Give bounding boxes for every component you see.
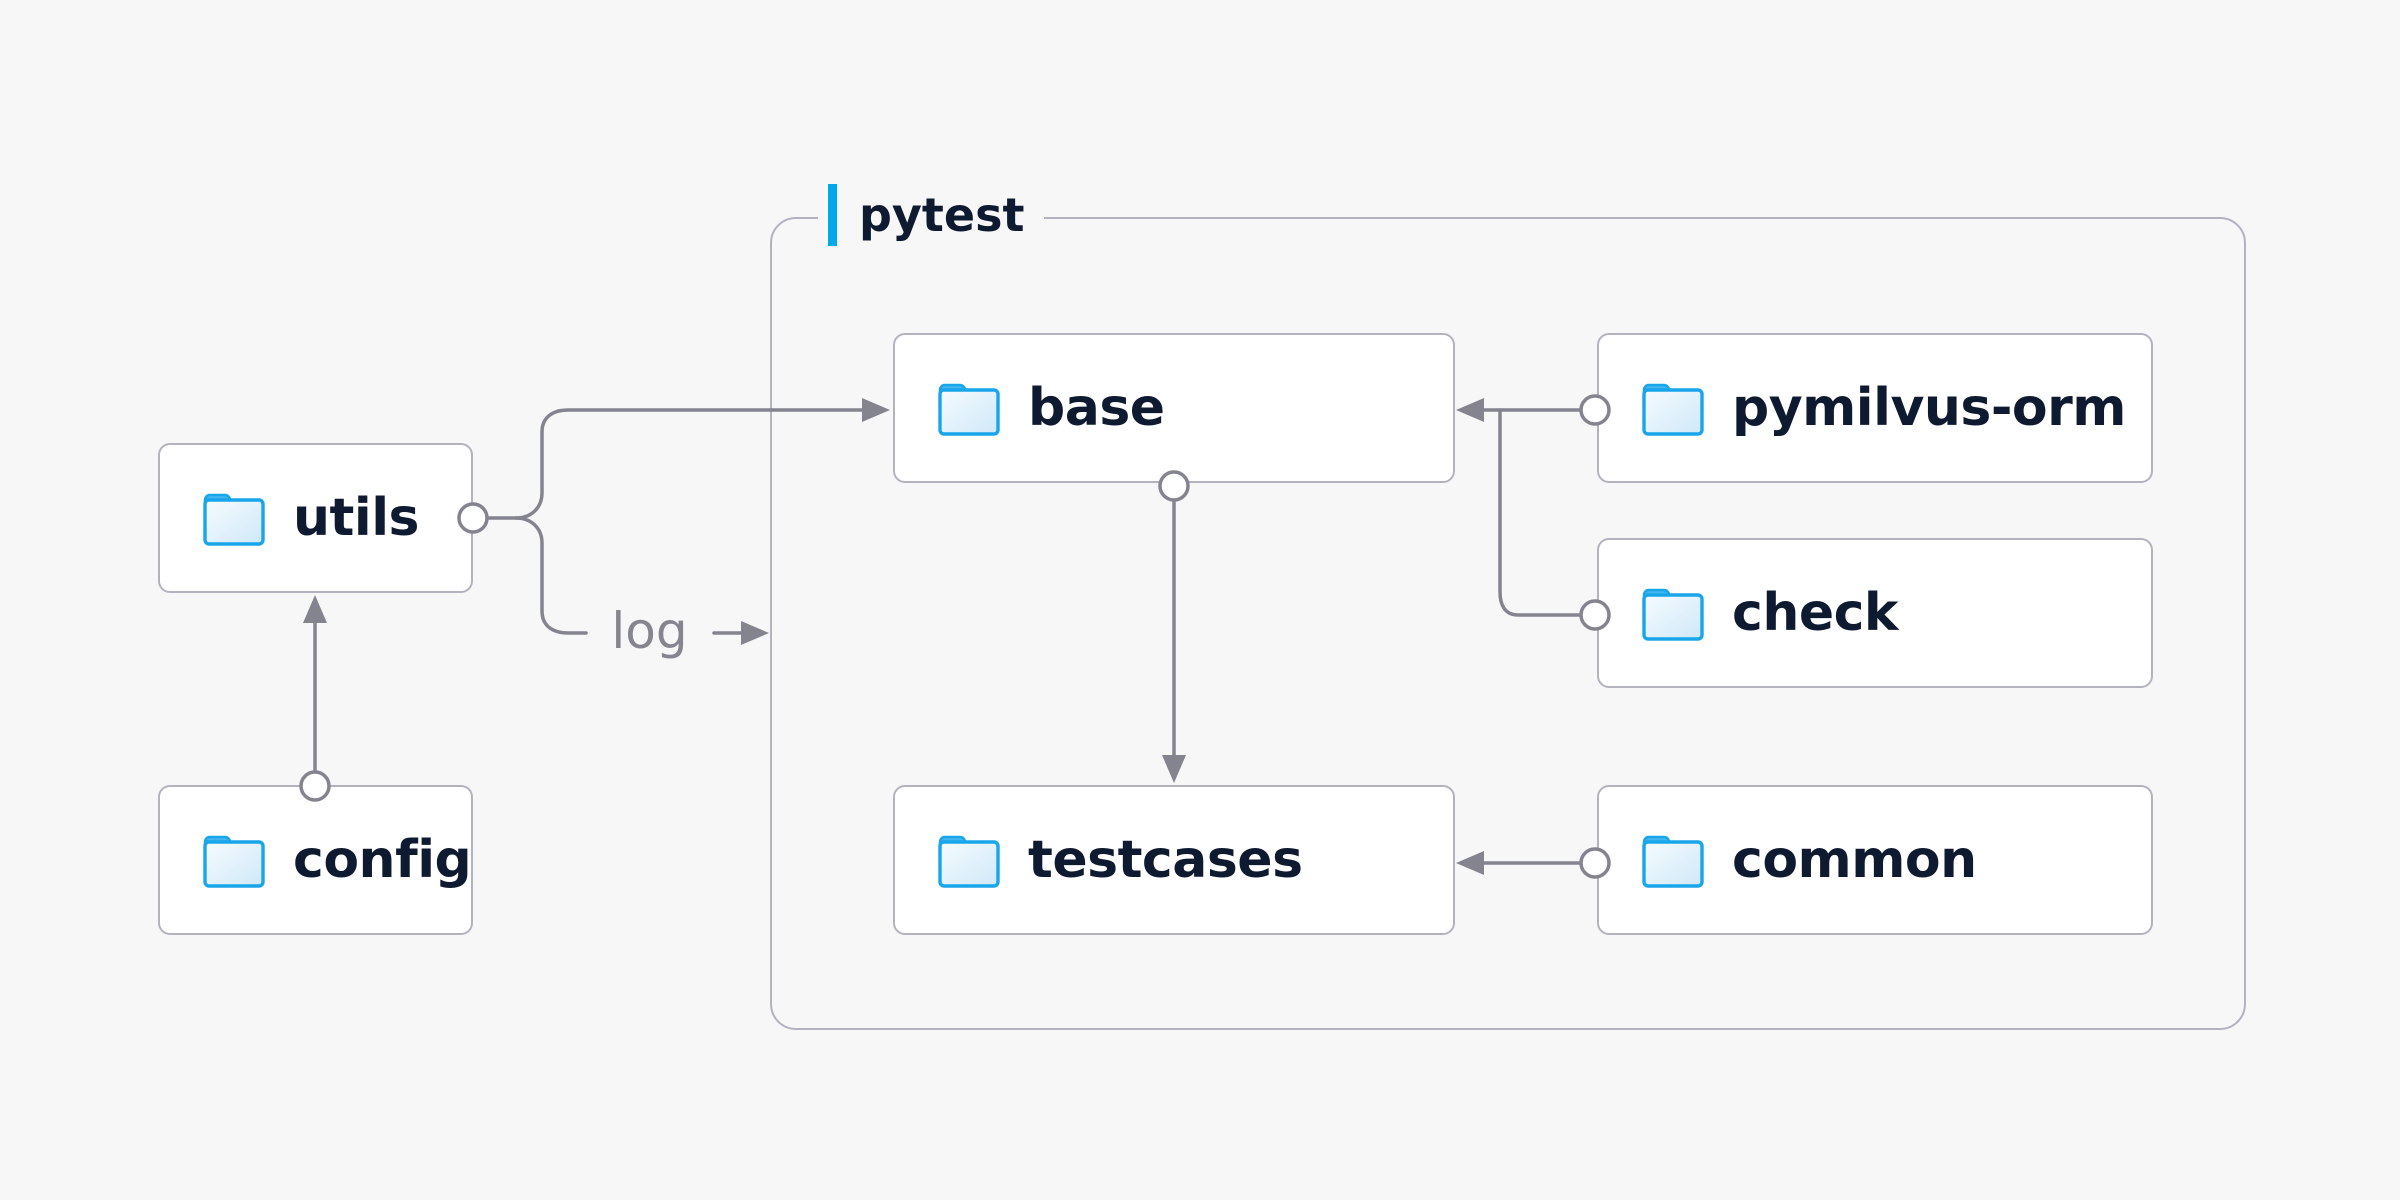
node-utils: utils — [158, 443, 473, 593]
folder-icon — [1642, 383, 1704, 436]
edge-config-to-utils — [299, 595, 331, 802]
pytest-group-title: pytest — [859, 188, 1025, 242]
node-testcases: testcases — [893, 785, 1455, 935]
node-label: testcases — [1028, 830, 1303, 890]
folder-icon — [203, 493, 265, 546]
folder-icon — [1642, 835, 1704, 888]
node-common: common — [1597, 785, 2153, 935]
node-label: check — [1732, 583, 1899, 643]
node-pymilvus-orm: pymilvus-orm — [1597, 333, 2153, 483]
folder-icon — [203, 835, 265, 888]
node-label: common — [1732, 830, 1977, 890]
folder-icon — [1642, 588, 1704, 641]
node-check: check — [1597, 538, 2153, 688]
node-base: base — [893, 333, 1455, 483]
node-label: utils — [293, 488, 419, 548]
pytest-group-container — [770, 217, 2246, 1030]
node-label: base — [1028, 378, 1165, 438]
edge-label-log: log — [611, 602, 688, 660]
node-label: config — [293, 830, 472, 890]
pytest-accent-bar — [828, 184, 837, 246]
node-config: config — [158, 785, 473, 935]
folder-icon — [938, 835, 1000, 888]
pytest-group-label: pytest — [818, 183, 1045, 247]
folder-icon — [938, 383, 1000, 436]
node-label: pymilvus-orm — [1732, 378, 2126, 438]
